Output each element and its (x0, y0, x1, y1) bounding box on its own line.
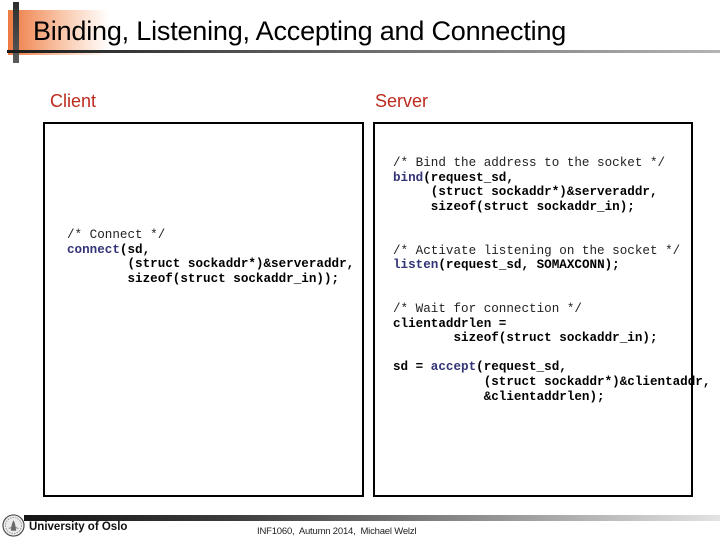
code-line (393, 346, 691, 361)
code-line: sizeof(struct sockaddr_in); (393, 199, 635, 214)
client-code: /* Connect */connect(sd, (struct sockadd… (67, 228, 362, 286)
code-line: /* Wait for connection */ (393, 301, 582, 316)
code-line: /* Activate listening on the socket */ (393, 243, 681, 258)
title-accent-vertical-bar (13, 2, 19, 63)
server-heading: Server (375, 91, 429, 111)
code-line: listen(request_sd, SOMAXCONN); (393, 258, 620, 273)
server-code-box: /* Bind the address to the socket */bind… (373, 122, 711, 497)
code-line: sd = accept(request_sd, (393, 360, 567, 375)
footer-gradient-bar (24, 515, 720, 521)
uio-seal-icon (2, 514, 25, 537)
code-line: clientaddrlen = (393, 316, 507, 331)
course-info: INF1060, Autumn 2014, Michael Welzl (257, 526, 417, 537)
code-line: sizeof(struct sockaddr_in)); (67, 271, 340, 286)
code-line: (struct sockaddr*)&serveraddr, (393, 185, 658, 200)
server-code: /* Bind the address to the socket */bind… (393, 156, 711, 404)
code-line (393, 214, 691, 229)
code-line: sizeof(struct sockaddr_in); (393, 331, 658, 346)
code-line (393, 287, 691, 302)
title-underline-rule (7, 50, 720, 53)
code-line: (struct sockaddr*)&clientaddr, (393, 374, 711, 389)
client-code-box: /* Connect */connect(sd, (struct sockadd… (43, 122, 364, 497)
slide-title: Binding, Listening, Accepting and Connec… (33, 16, 567, 46)
institution-name: University of Oslo (29, 521, 128, 533)
code-line: /* Connect */ (67, 228, 166, 242)
code-line: /* Bind the address to the socket */ (393, 156, 666, 170)
code-line: (struct sockaddr*)&serveraddr, (67, 257, 355, 272)
title-accent-orange-gradient (8, 10, 109, 55)
code-line (393, 229, 691, 244)
client-heading: Client (50, 91, 97, 111)
code-line: connect(sd, (67, 242, 151, 257)
code-line (393, 273, 691, 288)
code-line: &clientaddrlen); (393, 389, 605, 404)
code-line: bind(request_sd, (393, 170, 514, 185)
